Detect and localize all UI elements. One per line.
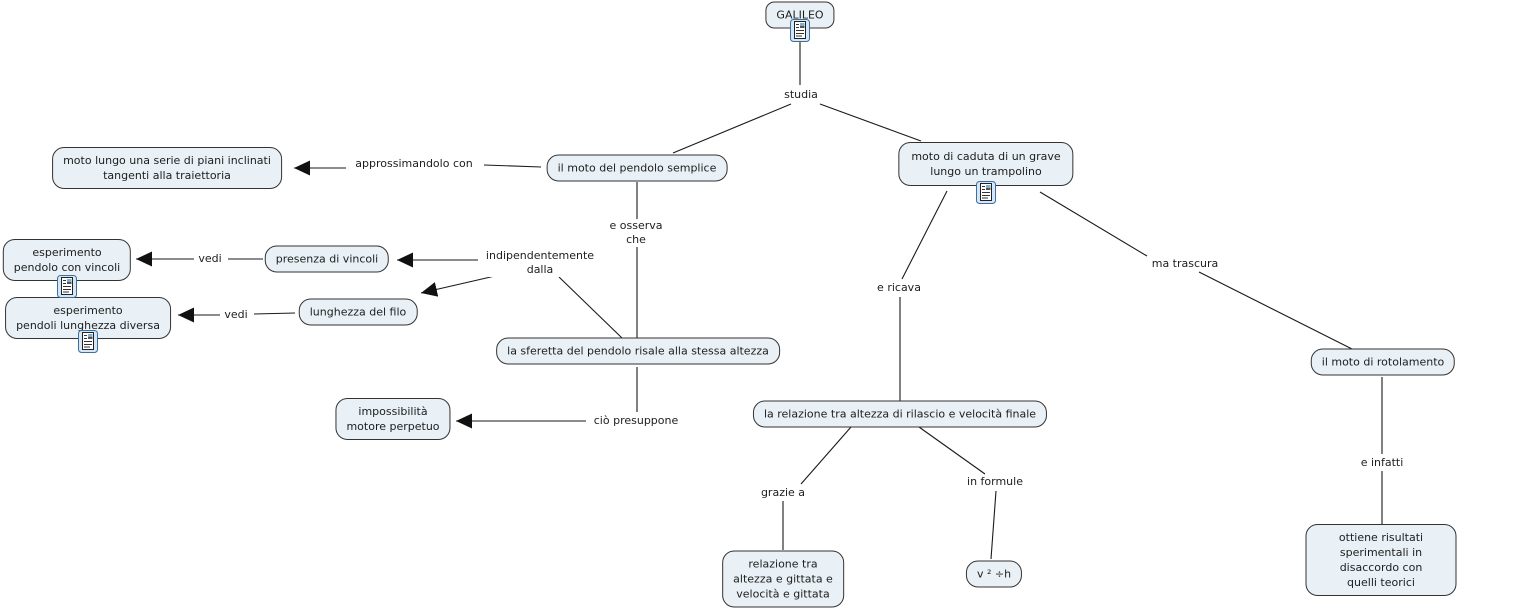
- link-label-approssimandolo[interactable]: approssimandolo con: [353, 157, 475, 171]
- edge-filo-vedi2: [253, 312, 296, 315]
- concept-lunghezza-filo[interactable]: lunghezza del filo: [298, 298, 418, 326]
- edge-relazione-formule: [918, 426, 986, 475]
- link-label-ma-trascura[interactable]: ma trascura: [1149, 257, 1221, 271]
- concept-risultati[interactable]: ottiene risultati sperimentali in disacc…: [1305, 524, 1457, 596]
- link-label-vedi-2[interactable]: vedi: [222, 308, 250, 322]
- edge-sferetta-indipendentemente: [558, 276, 623, 339]
- link-label-indipendentemente[interactable]: indipendentemente dalla: [483, 249, 597, 277]
- document-icon: [57, 275, 77, 298]
- document-icon: [790, 19, 810, 42]
- document-icon: [78, 330, 98, 353]
- document-icon: [976, 181, 996, 204]
- edge-indipendentemente-filo: [420, 275, 496, 297]
- resource-document-icon[interactable]: [57, 275, 77, 298]
- concept-impossibilita[interactable]: impossibilità motore perpetuo: [335, 398, 451, 440]
- link-label-vedi-1[interactable]: vedi: [196, 252, 224, 266]
- concept-pendolo-semplice[interactable]: il moto del pendolo semplice: [546, 154, 728, 182]
- link-label-e-ricava[interactable]: e ricava: [875, 281, 923, 295]
- concept-relazione-gittata[interactable]: relazione tra altezza e gittata e veloci…: [722, 550, 844, 608]
- resource-document-icon[interactable]: [976, 181, 996, 204]
- link-label-osserva[interactable]: e osserva che: [607, 219, 665, 247]
- link-label-e-infatti[interactable]: e infatti: [1358, 456, 1406, 470]
- link-label-grazie-a[interactable]: grazie a: [758, 486, 808, 500]
- concept-esperimento-vincoli[interactable]: esperimento pendolo con vincoli: [2, 239, 132, 281]
- link-label-studia[interactable]: studia: [782, 88, 820, 102]
- edge-caduta-ricava: [901, 190, 948, 280]
- concept-piani-inclinati[interactable]: moto lungo una serie di piani inclinati …: [52, 147, 282, 189]
- link-label-cio-presuppone[interactable]: ciò presuppone: [591, 414, 681, 428]
- resource-document-icon[interactable]: [790, 19, 810, 42]
- edge-studia-caduta: [819, 103, 922, 142]
- edge-relazione-grazie: [800, 426, 852, 485]
- concept-relazione-altezza-velocita[interactable]: la relazione tra altezza di rilascio e v…: [752, 400, 1048, 428]
- concept-rotolamento[interactable]: il moto di rotolamento: [1310, 348, 1456, 376]
- edge-trascura-rotolamento: [1198, 271, 1353, 350]
- concept-sferetta[interactable]: la sferetta del pendolo risale alla stes…: [496, 337, 780, 365]
- concept-formula[interactable]: v ² ÷h: [965, 560, 1023, 588]
- edge-studia-pendolo: [672, 103, 792, 154]
- edge-caduta-trascura: [1039, 191, 1148, 257]
- resource-document-icon[interactable]: [78, 330, 98, 353]
- edge-pendolo-approssimandolo: [483, 164, 542, 168]
- concept-caduta-grave[interactable]: moto di caduta di un grave lungo un tram…: [898, 142, 1074, 186]
- concept-presenza-vincoli[interactable]: presenza di vincoli: [264, 245, 390, 273]
- edge-formule-formula: [990, 490, 997, 560]
- concept-galileo[interactable]: GALILEO: [765, 1, 835, 29]
- link-label-in-formule[interactable]: in formule: [965, 475, 1025, 489]
